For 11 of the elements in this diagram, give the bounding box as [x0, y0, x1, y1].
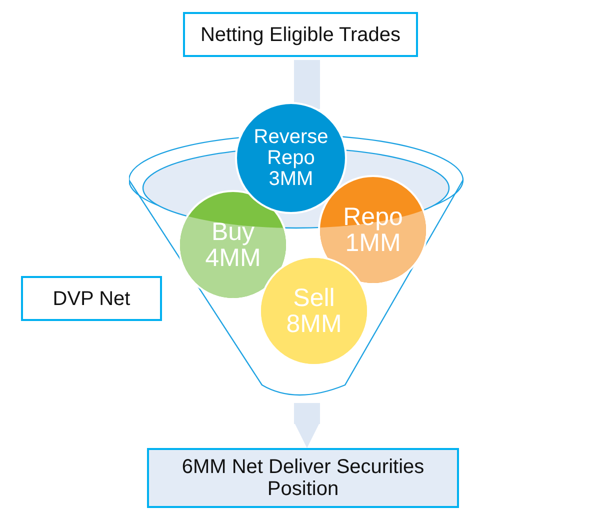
- block-arrow: [294, 403, 320, 448]
- circle-label: Sell 8MM: [285, 284, 343, 338]
- box-label: DVP Net: [52, 288, 132, 310]
- circle-label: Reverse Repo 3MM: [252, 126, 330, 190]
- circle-label: Buy 4MM: [204, 218, 262, 272]
- box-label: Netting Eligible Trades: [199, 24, 402, 46]
- result-box: [147, 448, 459, 508]
- circle-label: Repo 1MM: [342, 204, 404, 256]
- process-box: [183, 12, 418, 57]
- box-label: 6MM Net Deliver Securities Position: [180, 456, 426, 500]
- label-box: [21, 276, 162, 321]
